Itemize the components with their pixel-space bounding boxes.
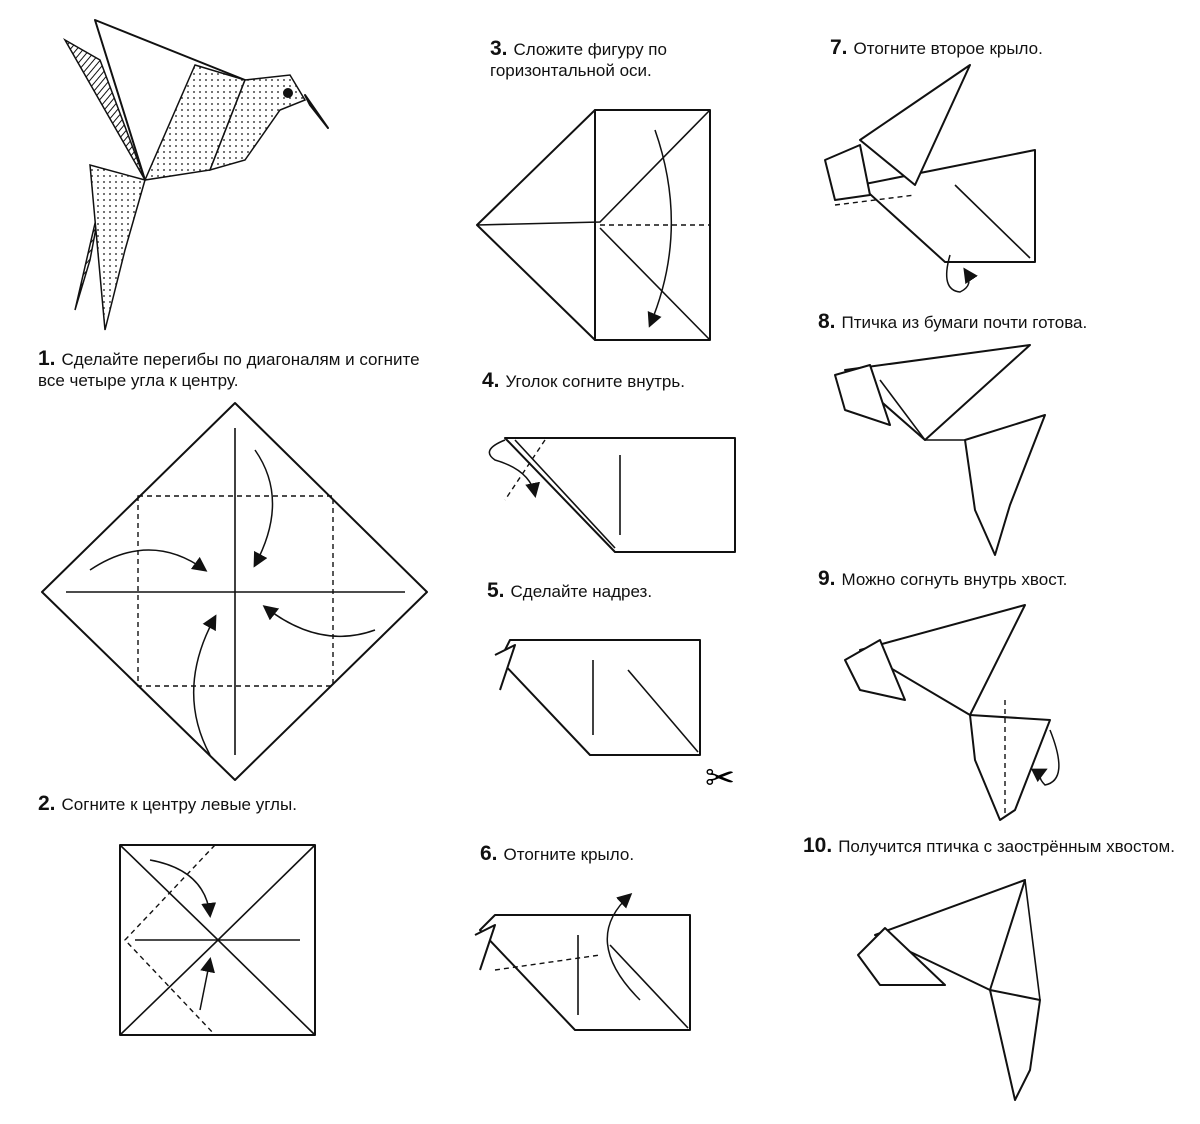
step-2-diagram [119, 844, 316, 1036]
step-number: 3. [490, 37, 508, 60]
step-5-caption: 5. Сделайте надрез. [487, 580, 727, 602]
step-text: Отогните второе крыло. [853, 39, 1043, 58]
step-number: 1. [38, 347, 56, 370]
step-3-diagram [476, 109, 711, 341]
step-text: Сделайте надрез. [510, 582, 653, 601]
step-number: 5. [487, 579, 505, 602]
step-text: Можно согнуть внутрь хвост. [841, 570, 1068, 589]
step-1-diagram [41, 402, 428, 781]
step-2-caption: 2. Согните к центру левые углы. [38, 793, 398, 815]
step-text: Птичка из бумаги почти готова. [841, 313, 1088, 332]
step-4-caption: 4. Уголок согните внутрь. [482, 370, 762, 392]
step-number: 4. [482, 369, 500, 392]
step-3-caption: 3.Сложите фигуру по горизонтальной оси. [490, 38, 730, 81]
scissors-icon: ✂ [705, 757, 735, 798]
step-5-diagram: ✂ [494, 639, 735, 798]
step-8-diagram [834, 344, 1046, 556]
step-9-caption: 9. Можно согнуть внутрь хвост. [818, 568, 1178, 590]
step-number: 7. [830, 36, 848, 59]
step-6-diagram [474, 892, 691, 1031]
step-1-caption: 1.Сделайте перегибы по диагоналям и согн… [38, 348, 438, 391]
step-number: 2. [38, 792, 56, 815]
step-text: Сделайте перегибы по диагоналям и согнит… [38, 350, 420, 390]
step-text: Сложите фигуру по горизонтальной оси. [490, 40, 667, 80]
step-4-diagram [488, 437, 736, 553]
step-text: Получится птичка с заострённым хвостом. [838, 837, 1175, 856]
step-number: 6. [480, 842, 498, 865]
step-8-caption: 8. Птичка из бумаги почти готова. [818, 311, 1178, 333]
step-7-diagram [824, 64, 1036, 293]
step-number: 9. [818, 567, 836, 590]
step-10-diagram [857, 879, 1041, 1101]
step-number: 10. [803, 834, 833, 857]
finished-bird-illustration [62, 19, 329, 331]
step-text: Согните к центру левые углы. [61, 795, 297, 814]
step-6-caption: 6. Отогните крыло. [480, 843, 720, 865]
step-text: Уголок согните внутрь. [505, 372, 685, 391]
step-7-caption: 7. Отогните второе крыло. [830, 37, 1130, 59]
step-9-diagram [844, 604, 1060, 821]
step-10-caption: 10. Получится птичка с заострённым хвосто… [803, 835, 1193, 857]
step-number: 8. [818, 310, 836, 333]
step-text: Отогните крыло. [503, 845, 635, 864]
